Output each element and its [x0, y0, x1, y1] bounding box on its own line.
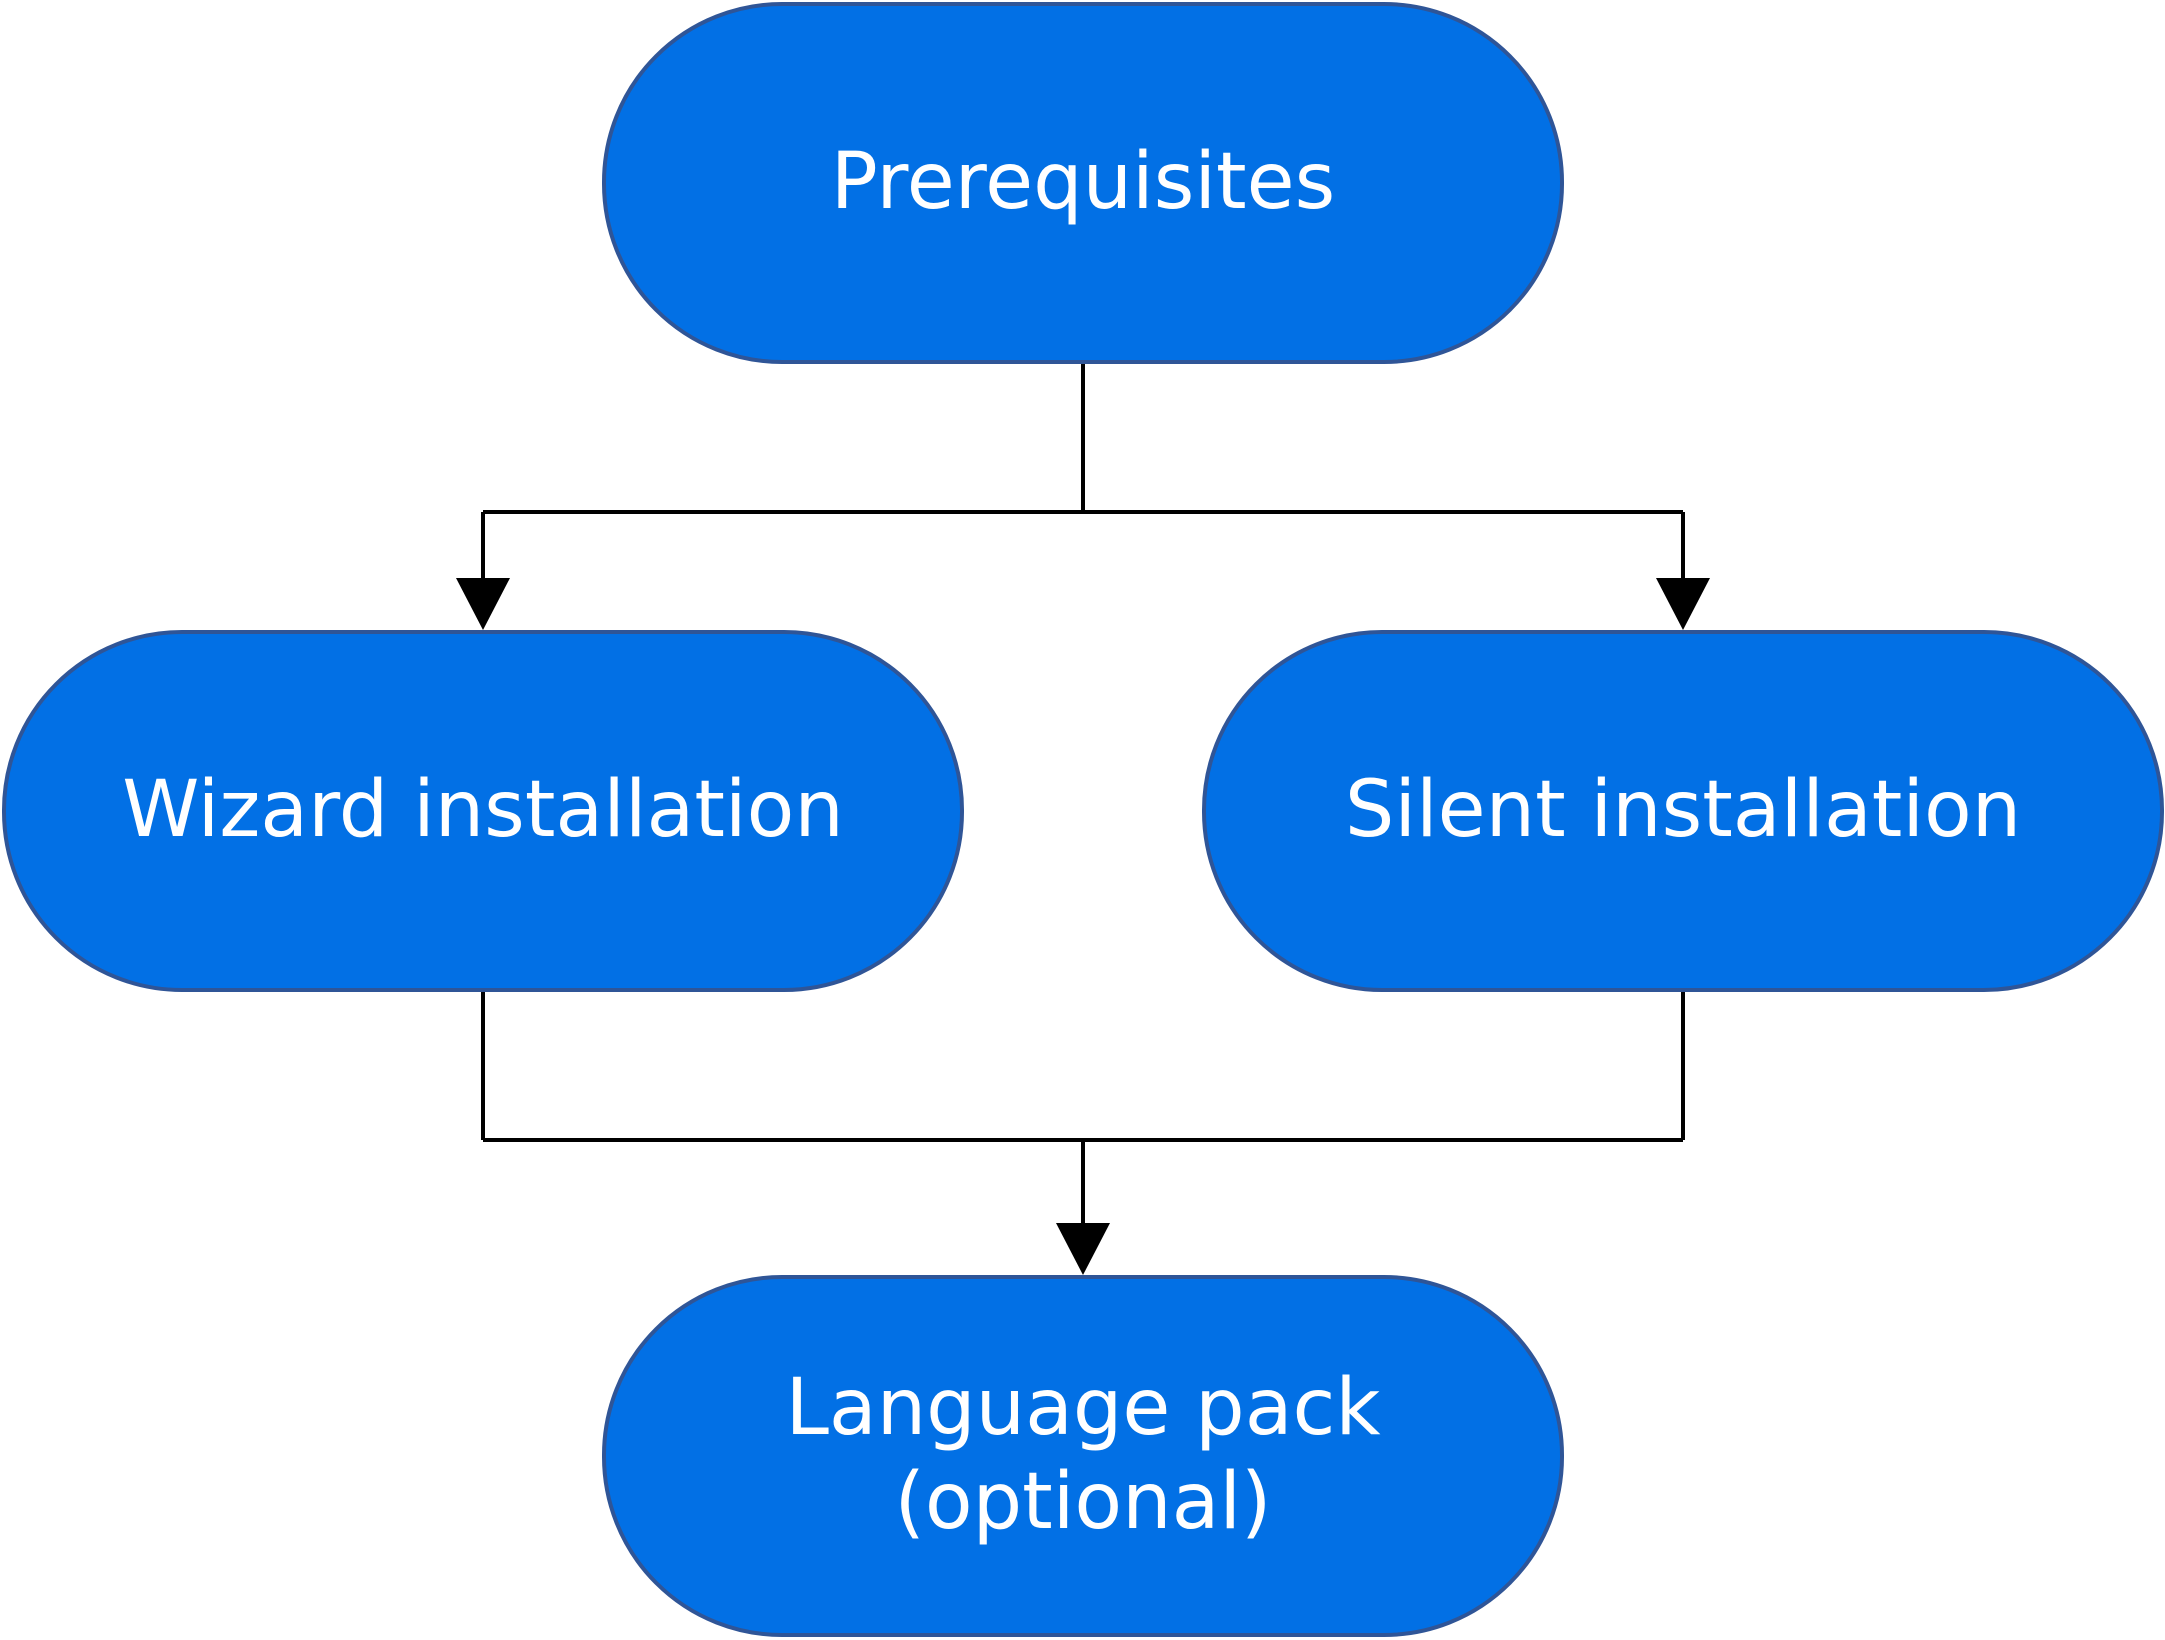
node-silent-installation: Silent installation [1202, 630, 2164, 992]
node-wizard-installation: Wizard installation [2, 630, 964, 992]
arrow-to-silent [1656, 578, 1710, 630]
arrow-to-wizard [456, 578, 510, 630]
node-language-pack: Language pack (optional) [602, 1275, 1564, 1637]
arrow-to-language-pack [1056, 1223, 1110, 1275]
node-prerequisites: Prerequisites [602, 2, 1564, 364]
